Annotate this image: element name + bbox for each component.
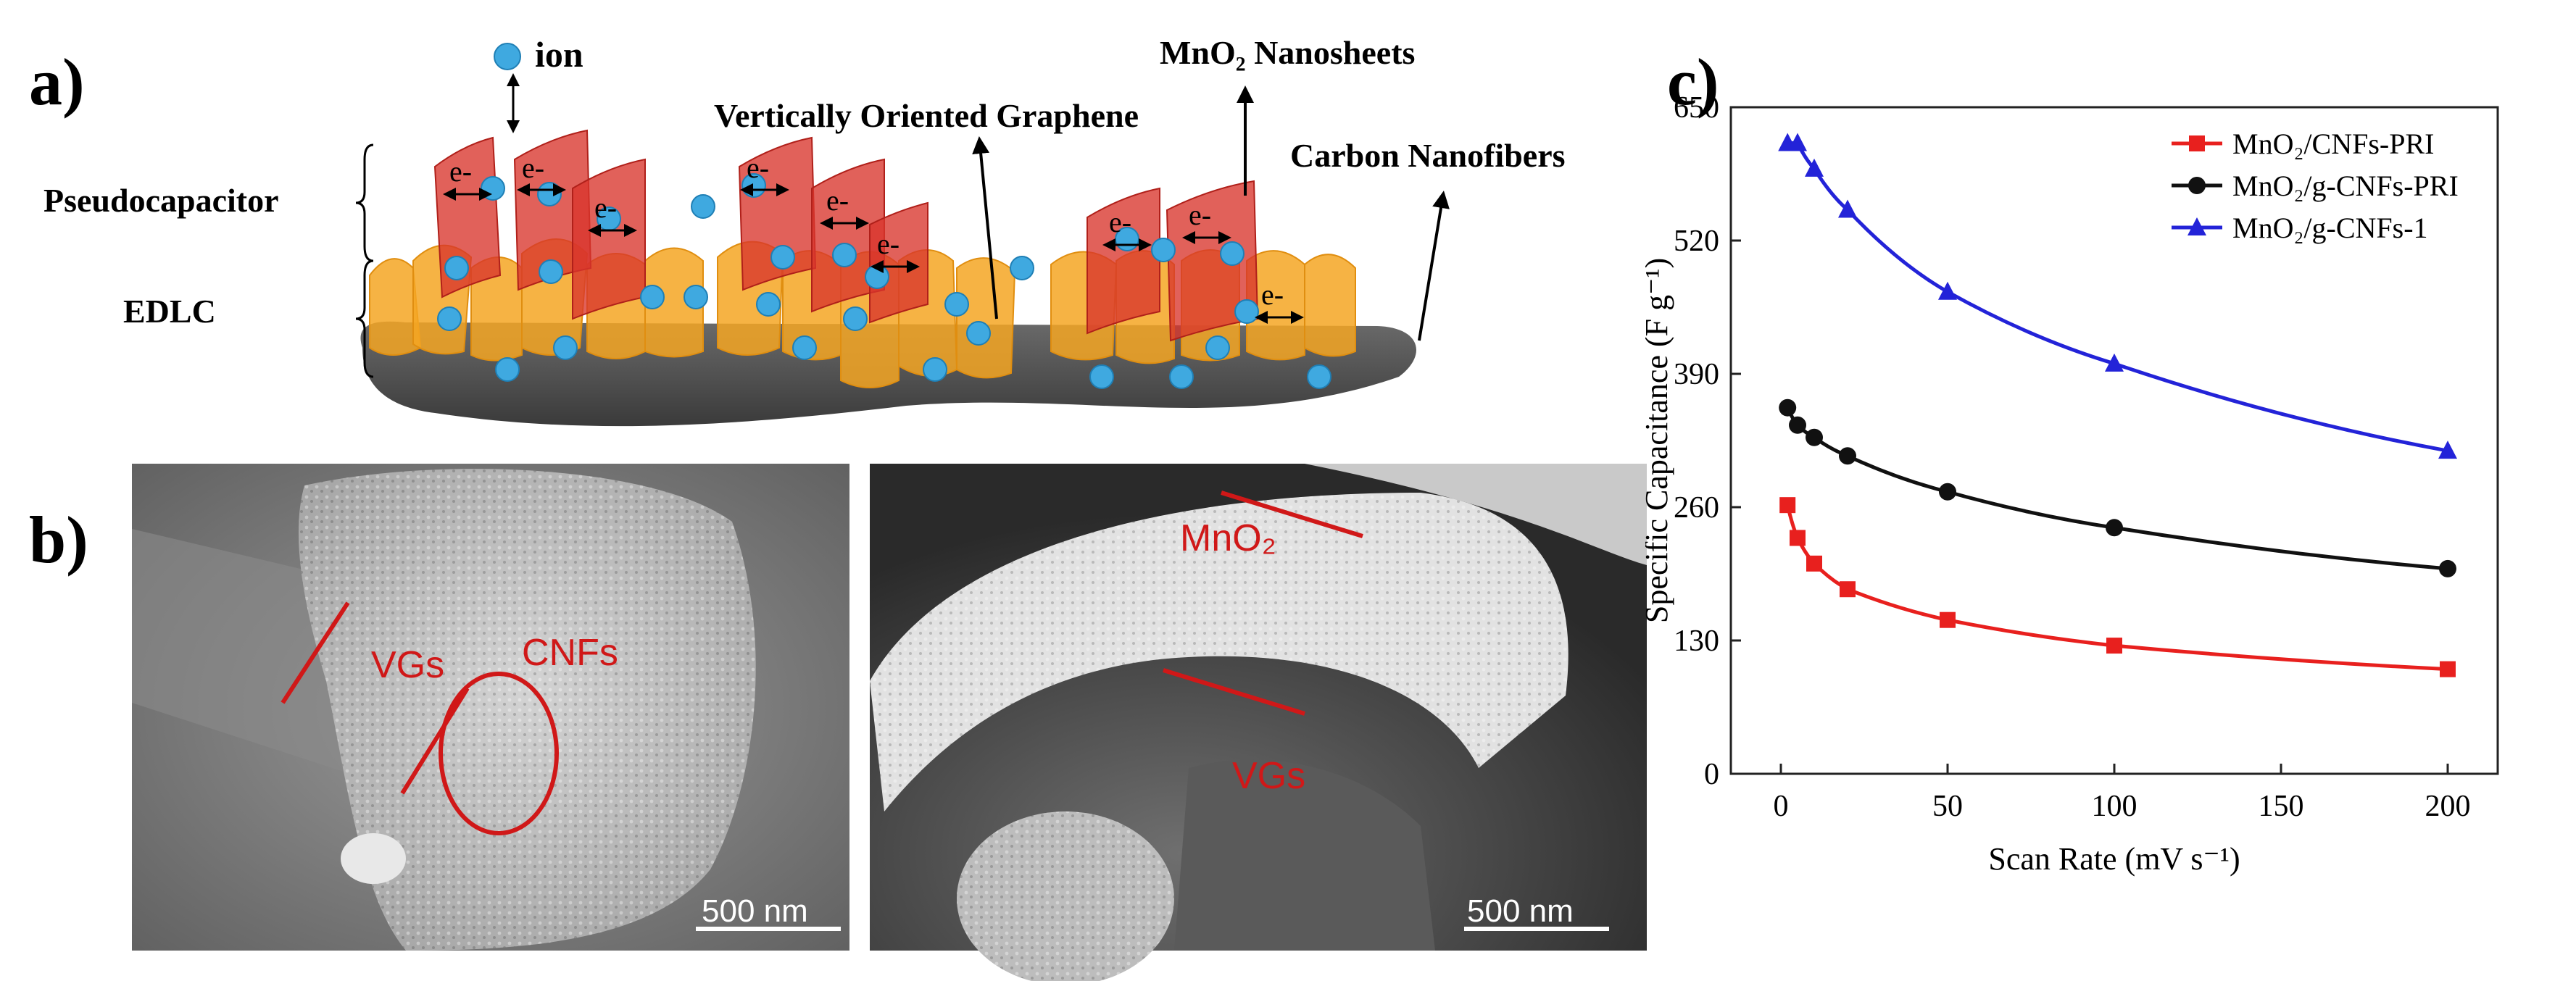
data-point — [2438, 441, 2457, 459]
data-point — [1805, 158, 1824, 177]
x-axis-label: Scan Rate (mV s⁻¹) — [1988, 841, 2240, 877]
panel-label-b: b) — [29, 503, 88, 577]
mno2-label: MnO₂ — [1180, 517, 1276, 559]
y-axis-label: Specific Capacitance (F g⁻¹) — [1645, 258, 1674, 623]
data-point — [1840, 581, 1856, 598]
data-point — [1839, 447, 1856, 465]
data-point — [2106, 638, 2122, 654]
x-tick-label: 200 — [2425, 790, 2471, 823]
svg-text:e-: e- — [594, 191, 617, 224]
electron-markers: e- e- e- e- e- e- e- e- e- — [449, 151, 1284, 311]
data-point — [1938, 281, 1957, 300]
data-point — [1838, 199, 1857, 218]
data-point — [2187, 217, 2206, 235]
data-point — [1940, 611, 1956, 628]
data-point — [1779, 497, 1796, 514]
vgs-label-left: VGs — [371, 644, 444, 686]
svg-text:e-: e- — [449, 155, 472, 188]
svg-text:e-: e- — [877, 227, 899, 260]
data-point — [1788, 133, 1807, 151]
data-point — [2105, 353, 2124, 372]
data-point — [2440, 661, 2456, 677]
y-tick-label: 390 — [1674, 358, 1719, 391]
panel-label-c: c) — [1667, 45, 1719, 119]
y-tick-label: 260 — [1674, 491, 1719, 525]
ion-label: ion — [535, 34, 583, 75]
ion-spheres — [437, 43, 1331, 389]
pseudocapacitor-label: Pseudocapacitor — [43, 182, 279, 219]
legend-entry-2: MnO₂/g-CNFs-1 — [2232, 212, 2428, 244]
y-tick-label: 130 — [1674, 625, 1719, 658]
svg-text:e-: e- — [747, 151, 769, 184]
svg-text:e-: e- — [1109, 206, 1131, 238]
data-point — [1789, 416, 1806, 434]
data-point — [2439, 559, 2456, 577]
hybrid-electrode-schematic: e- e- e- e- e- e- e- e- e- — [43, 34, 1566, 427]
y-tick-label: 650 — [1674, 91, 1719, 125]
svg-text:e-: e- — [826, 184, 849, 217]
x-tick-label: 0 — [1774, 790, 1789, 823]
data-point — [1806, 555, 1822, 572]
y-tick-label: 0 — [1704, 758, 1719, 791]
data-point — [1939, 483, 1956, 501]
edlc-label: EDLC — [123, 293, 216, 330]
x-tick-label: 150 — [2259, 790, 2304, 823]
data-point — [2189, 135, 2205, 151]
scale-bar-right: 500 nm — [1467, 893, 1574, 929]
panel-label-a: a) — [29, 45, 85, 119]
schematic-panel: a) — [0, 0, 1653, 464]
data-point — [1790, 530, 1806, 546]
cnfs-label: CNFs — [522, 632, 618, 674]
svg-text:e-: e- — [1189, 199, 1211, 231]
series-line-2 — [1787, 141, 2448, 453]
legend-entry-0: MnO₂/CNFs-PRI — [2232, 128, 2434, 160]
scale-bar-left: 500 nm — [702, 893, 808, 929]
data-point — [2106, 519, 2123, 537]
x-tick-label: 50 — [1932, 790, 1963, 823]
data-point — [1806, 428, 1823, 446]
vertical-graphene-label: Vertically Oriented Graphene — [714, 97, 1139, 134]
data-point — [2188, 177, 2206, 194]
sem-image-left: VGs CNFs 500 nm — [132, 464, 849, 951]
legend-entry-1: MnO₂/g-CNFs-PRI — [2232, 170, 2459, 202]
data-point — [1779, 398, 1797, 417]
sem-image-right: MnO₂ VGs 500 nm — [870, 464, 1647, 981]
pseudocapacitor-brace — [355, 143, 374, 262]
sem-panel: b) — [0, 464, 1653, 981]
vgs-label-right: VGs — [1232, 755, 1305, 797]
carbon-nanofibers-label: Carbon Nanofibers — [1290, 137, 1566, 174]
mno2-nanosheets-label: MnO₂ Nanosheets — [1160, 34, 1415, 71]
y-tick-label: 520 — [1674, 225, 1719, 258]
svg-text:e-: e- — [522, 151, 544, 184]
edlc-brace — [355, 259, 374, 378]
svg-text:e-: e- — [1261, 278, 1284, 311]
x-tick-label: 100 — [2092, 790, 2137, 823]
